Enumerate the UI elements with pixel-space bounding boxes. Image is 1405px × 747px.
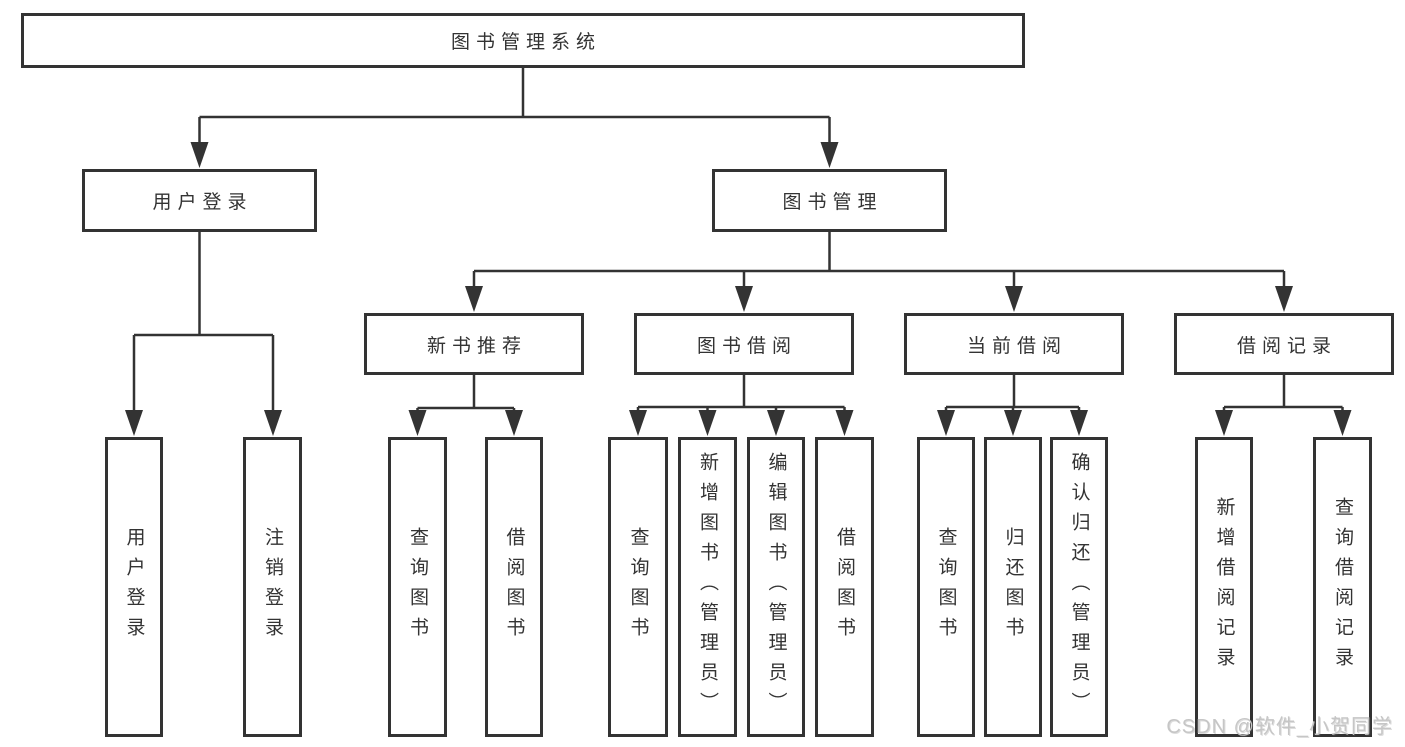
leaf-label: 查询图书	[407, 527, 428, 647]
connector-segments	[132, 68, 1344, 414]
node-label: 当前借阅	[966, 335, 1067, 357]
leaf-label: 编辑图书（管理员）	[765, 452, 787, 722]
leaf-current-return-book: 归还图书	[984, 437, 1042, 737]
leaf-logout: 注销登录	[243, 437, 302, 737]
leaf-borrow-add-book-admin: 新增图书（管理员）	[678, 437, 737, 737]
leaf-label: 查询图书	[627, 527, 649, 647]
leaf-current-query-book: 查询图书	[917, 437, 975, 737]
node-book-borrowing: 图书借阅	[634, 313, 854, 375]
node-new-book-recommendation: 新书推荐	[364, 313, 584, 375]
node-library-management-system: 图书管理系统	[21, 13, 1025, 68]
leaf-records-query-record: 查询借阅记录	[1313, 437, 1372, 737]
leaf-borrow-borrow-book: 借阅图书	[815, 437, 874, 737]
leaf-newbook-borrow-book: 借阅图书	[485, 437, 543, 737]
node-label: 用户登录	[152, 192, 253, 213]
watermark: CSDN @软件_小贺同学	[1166, 716, 1393, 738]
leaf-label: 新增图书（管理员）	[697, 452, 718, 722]
leaf-label: 借阅图书	[503, 527, 525, 647]
leaf-label: 查询图书	[935, 527, 957, 647]
node-label: 借阅记录	[1236, 335, 1337, 357]
leaf-borrow-query-book: 查询图书	[608, 437, 668, 737]
leaf-current-confirm-return-admin: 确认归还（管理员）	[1050, 437, 1108, 737]
leaf-user-login: 用户登录	[105, 437, 163, 737]
leaf-label: 查询借阅记录	[1332, 497, 1353, 677]
leaf-borrow-edit-book-admin: 编辑图书（管理员）	[747, 437, 805, 737]
leaf-label: 借阅图书	[834, 527, 855, 647]
node-book-management: 图书管理	[712, 169, 947, 232]
node-label: 图书管理	[782, 192, 883, 213]
arrow-down-icons	[125, 142, 1352, 436]
leaf-label: 用户登录	[123, 527, 145, 647]
node-user-login: 用户登录	[82, 169, 317, 232]
node-label: 新书推荐	[426, 335, 527, 357]
node-label: 图书借阅	[696, 335, 797, 357]
leaf-label: 注销登录	[262, 527, 283, 647]
leaf-label: 确认归还（管理员）	[1068, 452, 1090, 722]
leaf-label: 新增借阅记录	[1213, 497, 1235, 677]
leaf-records-add-record: 新增借阅记录	[1195, 437, 1253, 737]
leaf-label: 归还图书	[1002, 527, 1024, 647]
node-borrowing-records: 借阅记录	[1174, 313, 1394, 375]
node-current-borrowing: 当前借阅	[904, 313, 1124, 375]
node-label: 图书管理系统	[450, 32, 601, 53]
leaf-newbook-query-book: 查询图书	[388, 437, 447, 737]
